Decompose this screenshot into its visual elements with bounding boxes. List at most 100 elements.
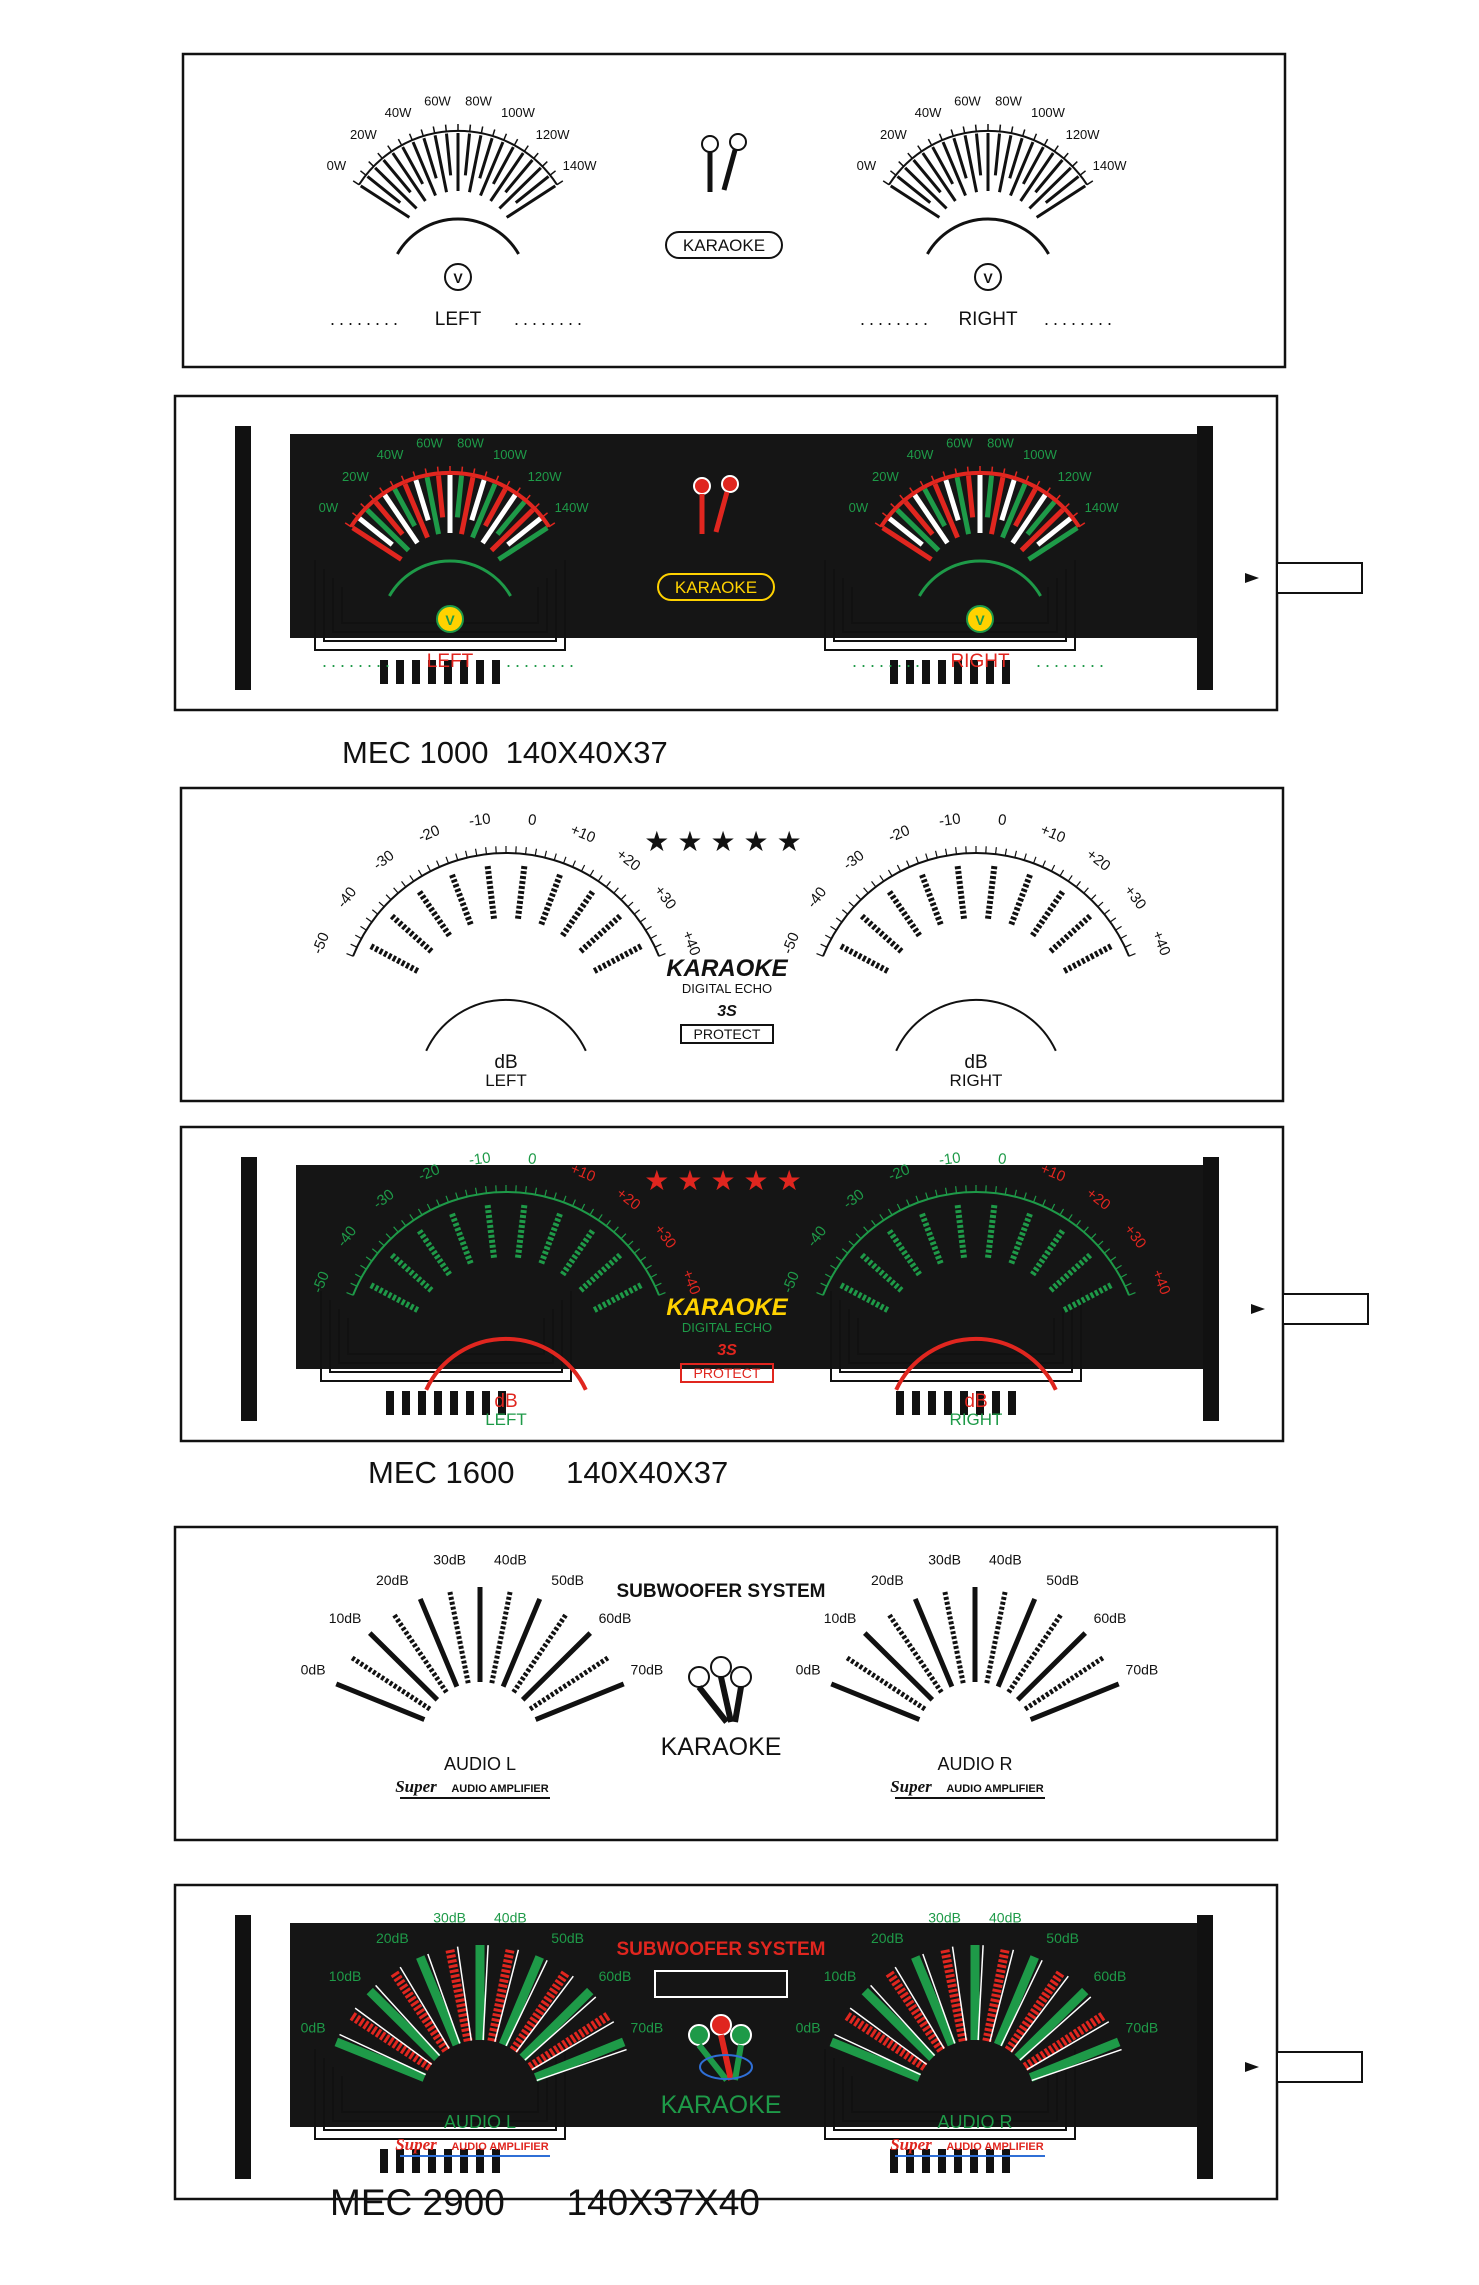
- meter-segment: [984, 475, 995, 518]
- meter-segment: [447, 1589, 471, 1684]
- meter-tick-label: 50dB: [551, 1572, 584, 1588]
- meter-segment: [859, 1252, 904, 1293]
- meter-segment: [889, 184, 941, 219]
- meter-segment: [334, 2037, 427, 2082]
- meter-tick-label: -10: [938, 810, 962, 830]
- connector-arrow-icon: [1245, 2062, 1259, 2072]
- meter-minor-tick: [371, 909, 379, 915]
- meter-segment: [1013, 487, 1038, 528]
- meter-tick-label: 140W: [555, 500, 590, 515]
- meter-tick-label: 0: [997, 811, 1008, 829]
- meter-segment: [389, 913, 434, 954]
- orbit-ring: [699, 2054, 753, 2080]
- meter-minor-tick: [1053, 145, 1059, 152]
- meter-segment: [504, 159, 534, 194]
- meter-segment: [374, 166, 418, 210]
- meter-segment: [829, 2037, 922, 2082]
- connector-pin: [986, 660, 994, 684]
- meter-segment: [999, 479, 1017, 522]
- meter-divider: [849, 2007, 928, 2066]
- meter-segment: [469, 479, 487, 522]
- meter-segment: [349, 1654, 432, 1712]
- meter-tick-label: 60W: [946, 435, 973, 450]
- meter-divider: [505, 1959, 548, 2047]
- meter-lower-arc: [926, 217, 1050, 255]
- meter-minor-tick: [572, 860, 576, 868]
- meter-segment: [896, 175, 932, 204]
- meter-minor-tick: [365, 917, 373, 923]
- karaoke-badge: KARAOKE: [661, 1733, 782, 1761]
- meter-minor-tick: [871, 1219, 877, 1227]
- meter-tick-label: 140W: [1093, 158, 1128, 173]
- connector-pin: [476, 660, 484, 684]
- meter-segment: [528, 1654, 611, 1712]
- mount-rail-left: [235, 426, 251, 690]
- microphone-head: [710, 2014, 732, 2036]
- digital-echo-label: DIGITAL ECHO: [682, 1320, 772, 1335]
- meter-minor-tick: [1115, 1264, 1122, 1270]
- meter-minor-tick: [524, 1186, 527, 1194]
- meter-tick-label: 20dB: [871, 1930, 904, 1946]
- meter-segment: [1044, 175, 1080, 204]
- pcb-trace: [314, 560, 566, 651]
- meter-minor-tick: [896, 864, 902, 872]
- meter-lower-arc: [895, 998, 1057, 1052]
- meter-divider: [482, 1945, 489, 2041]
- meter-segment: [932, 483, 960, 539]
- microphone-head: [688, 1666, 710, 1688]
- meter-tick-label: 40W: [907, 447, 934, 462]
- microphone-head: [721, 475, 739, 493]
- meter-minor-tick: [654, 1282, 662, 1287]
- meter-segment: [416, 1955, 462, 2047]
- meter-minor-tick: [835, 917, 843, 923]
- meter-segment: [954, 865, 967, 920]
- meter-minor-tick: [627, 1240, 634, 1247]
- meter-segment: [1008, 1212, 1033, 1265]
- meter-minor-tick: [889, 170, 897, 176]
- meter-segment: [382, 493, 420, 545]
- karaoke-brand: KARAOKE: [666, 955, 788, 982]
- connector-pin: [492, 2149, 500, 2173]
- meter-minor-tick: [605, 880, 611, 888]
- meter-segment: [368, 1631, 440, 1702]
- meter-dots-left: ........: [322, 651, 394, 671]
- meter-segment: [509, 1968, 571, 2053]
- meter-segment: [498, 1955, 544, 2047]
- meter-segment: [912, 1598, 955, 1688]
- meter-segment: [478, 137, 494, 179]
- meter-segment: [402, 483, 430, 539]
- meter-minor-tick: [1090, 894, 1097, 901]
- mount-rail-right: [1197, 1915, 1213, 2179]
- meter-minor-tick: [1032, 856, 1037, 864]
- meter-minor-tick: [1079, 170, 1087, 176]
- meter-minor-tick: [1115, 925, 1122, 931]
- connector-pin: [402, 1391, 410, 1415]
- meter-segment: [1008, 137, 1024, 179]
- meter-minor-tick: [645, 1264, 652, 1270]
- meter-divider: [870, 1984, 936, 2057]
- meter-segment: [911, 1955, 957, 2047]
- meter-minor-tick: [544, 1189, 548, 1197]
- meter-segment: [912, 493, 950, 545]
- meter-minor-tick: [841, 1248, 849, 1254]
- meter-minor-tick: [1075, 880, 1081, 888]
- meter-segment: [839, 1282, 890, 1313]
- meter-scale-arc: [352, 1191, 660, 1296]
- meter-tick-label: 20W: [350, 127, 377, 142]
- meter-segment: [480, 493, 518, 545]
- connector-pin: [970, 2149, 978, 2173]
- meter-minor-tick: [365, 1256, 373, 1262]
- meter-segment: [1030, 890, 1066, 938]
- meter-minor-tick: [1120, 934, 1128, 940]
- meter-segment: [459, 476, 476, 535]
- meter-minor-tick: [919, 480, 925, 488]
- connector-tab: [1276, 562, 1363, 594]
- meter-minor-tick: [346, 953, 354, 957]
- meter-minor-tick: [855, 1233, 862, 1240]
- connector-pin: [986, 2149, 994, 2173]
- subwoofer-title: SUBWOOFER SYSTEM: [616, 1939, 825, 1960]
- meter-tick-label: 120W: [536, 127, 571, 142]
- meter-minor-tick: [962, 126, 966, 134]
- meter-tick-label: 30dB: [928, 1552, 961, 1568]
